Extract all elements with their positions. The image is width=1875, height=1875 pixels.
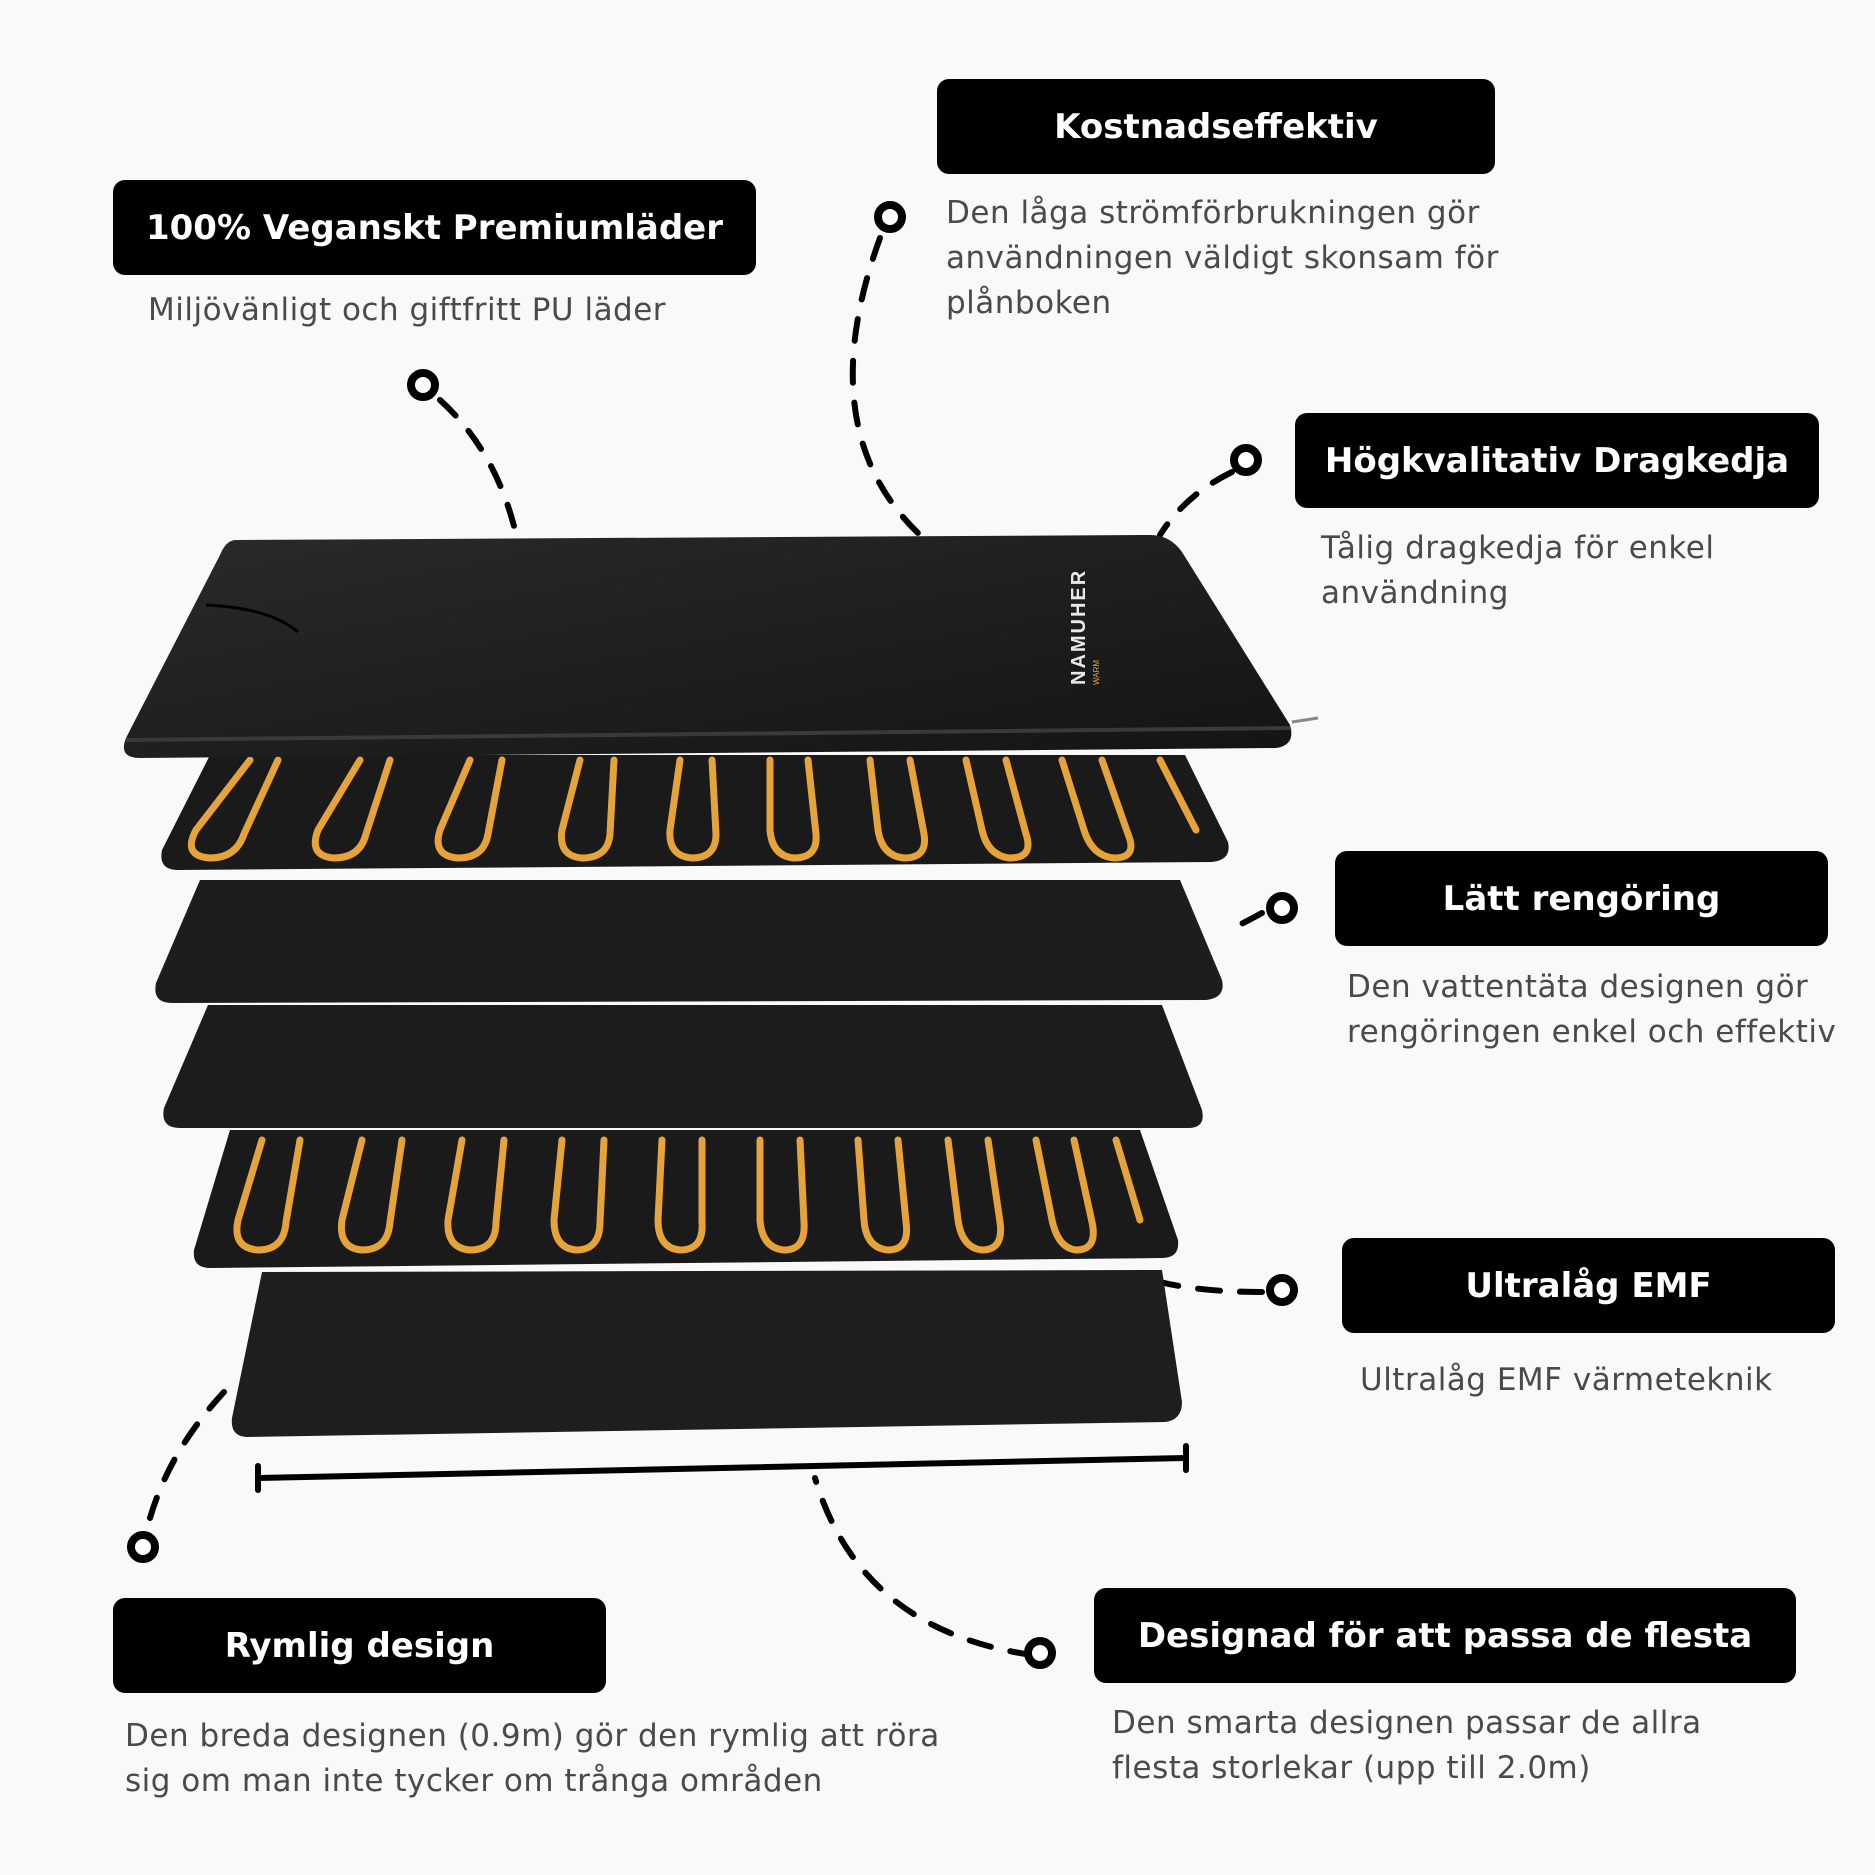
feature-desc-fit: Den smarta designen passar de allra fles… — [1112, 1705, 1702, 1786]
feature-title-emf: Ultralåg EMF — [1342, 1238, 1835, 1333]
feature-desc-vegan: Miljövänligt och giftfritt PU läder — [148, 292, 667, 328]
mat-heating-layer-1 — [161, 755, 1229, 870]
feature-desc-cost: Den låga strömförbrukningen gör användni… — [946, 195, 1499, 321]
connector-dots — [127, 201, 1298, 1669]
feature-title-vegan: 100% Veganskt Premiumläder — [113, 180, 756, 275]
feature-desc-spacious: Den breda designen (0.9m) gör den rymlig… — [125, 1718, 940, 1799]
heating-wire-1 — [187, 756, 1200, 862]
dot-fit — [1024, 1637, 1056, 1669]
dot-cleaning — [1266, 892, 1298, 924]
dot-zipper — [1230, 444, 1262, 476]
dot-spacious — [127, 1531, 159, 1563]
width-measure-bar — [255, 1443, 1189, 1493]
dot-vegan — [407, 369, 439, 401]
connector-zipper — [1157, 469, 1235, 538]
mat-layer-bottom — [231, 1270, 1183, 1437]
feature-title-zipper: Högkvalitativ Dragkedja — [1295, 413, 1819, 508]
feature-desc-cleaning: Den vattentäta designen gör rengöringen … — [1347, 969, 1837, 1050]
feature-desc-emf: Ultralåg EMF värmeteknik — [1360, 1362, 1773, 1398]
connector-cleaning — [1222, 910, 1265, 935]
feature-title-fit: Designad för att passa de flesta — [1094, 1588, 1796, 1683]
dot-emf — [1266, 1274, 1298, 1306]
connector-lines — [147, 235, 1265, 1658]
feature-title-spacious: Rymlig design — [113, 1598, 606, 1693]
zipper-notch — [205, 603, 299, 634]
mat-top-edge — [125, 726, 1291, 742]
connector-emf — [1157, 1279, 1265, 1295]
logo-tagline: WARM — [1092, 660, 1101, 685]
logo-text: NAMUHER — [1068, 569, 1090, 685]
feature-desc-zipper: Tålig dragkedja för enkel användning — [1321, 530, 1715, 611]
connector-fit — [812, 1475, 1035, 1658]
mat-layer-top — [123, 535, 1292, 758]
dot-cost — [874, 201, 906, 233]
feature-title-cost: Kostnadseffektiv — [937, 79, 1495, 174]
connector-vegan — [437, 397, 518, 533]
power-cable — [1291, 716, 1319, 724]
feature-title-cleaning: Lätt rengöring — [1335, 851, 1828, 946]
mat-layer-middle-1 — [155, 880, 1223, 1003]
connector-spacious — [147, 1389, 227, 1521]
brand-logo: NAMUHER WARM — [1068, 569, 1101, 685]
mat-layer-middle-2 — [163, 1005, 1203, 1128]
heating-wire-2 — [233, 1136, 1144, 1254]
mat-heating-layer-2 — [193, 1130, 1179, 1268]
connector-cost — [849, 235, 923, 538]
